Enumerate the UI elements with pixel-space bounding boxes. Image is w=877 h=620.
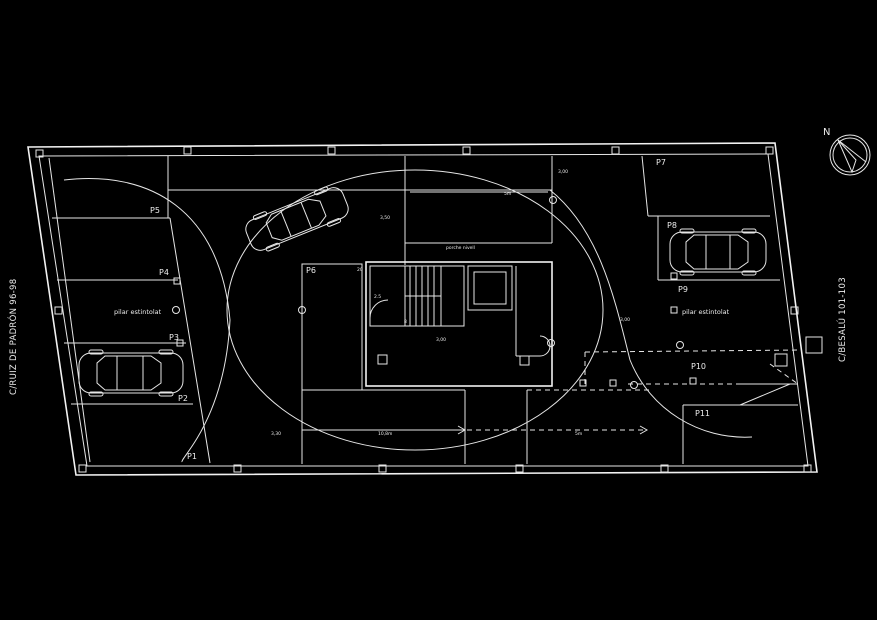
note-8: 8 bbox=[404, 319, 407, 325]
dim-top-right: 3,00 bbox=[558, 169, 568, 175]
column-markers bbox=[35, 146, 823, 473]
street-label-right: C/BESALÚ 101-103 bbox=[836, 277, 848, 362]
ramp-note: porche nivell bbox=[446, 245, 475, 251]
dim-top-span: 5m bbox=[504, 191, 511, 197]
north-label: N bbox=[823, 127, 830, 138]
space-label-p11: P11 bbox=[695, 409, 710, 418]
space-label-p10: P10 bbox=[691, 362, 706, 371]
car-left bbox=[78, 349, 184, 397]
north-arrow: N bbox=[823, 127, 871, 176]
pillar-note-left: pilar estintolat bbox=[114, 308, 162, 316]
dim-top-radius: 3,50 bbox=[380, 215, 390, 221]
space-label-p5: P5 bbox=[150, 206, 160, 215]
note-25: 2.5 bbox=[374, 294, 381, 300]
space-label-p3: P3 bbox=[169, 333, 179, 342]
car-top bbox=[245, 186, 349, 252]
left-parking-bays bbox=[48, 156, 211, 464]
note-20: 20 bbox=[357, 267, 363, 273]
space-label-p1: P1 bbox=[187, 452, 197, 461]
dim-bottom-right: 5m bbox=[575, 431, 582, 437]
dim-right-radius: 3,00 bbox=[620, 317, 630, 323]
space-label-p8: P8 bbox=[667, 221, 677, 230]
space-label-p7: P7 bbox=[656, 158, 666, 167]
street-label-left: C/RUIZ DE PADRÓN 96-98 bbox=[7, 279, 19, 395]
dimension-lines bbox=[302, 191, 801, 435]
space-label-p9: P9 bbox=[678, 285, 688, 294]
service-core bbox=[365, 261, 553, 387]
space-label-p4: P4 bbox=[159, 268, 169, 277]
dim-center: 3,00 bbox=[436, 337, 446, 343]
dim-bottom-mid: 10,8m bbox=[378, 431, 392, 437]
pillar-note-right: pilar estintolat bbox=[682, 308, 730, 316]
plot-boundary-outer bbox=[27, 142, 818, 476]
space-label-p6: P6 bbox=[306, 266, 316, 275]
space-label-p2: P2 bbox=[178, 394, 188, 403]
turning-arc-right bbox=[549, 189, 753, 438]
plot-boundary-inner bbox=[38, 153, 809, 467]
car-right bbox=[669, 228, 767, 276]
dim-bottom-left: 3,30 bbox=[271, 431, 281, 437]
turning-arc-left bbox=[63, 178, 231, 463]
turning-circle-center bbox=[226, 169, 604, 451]
